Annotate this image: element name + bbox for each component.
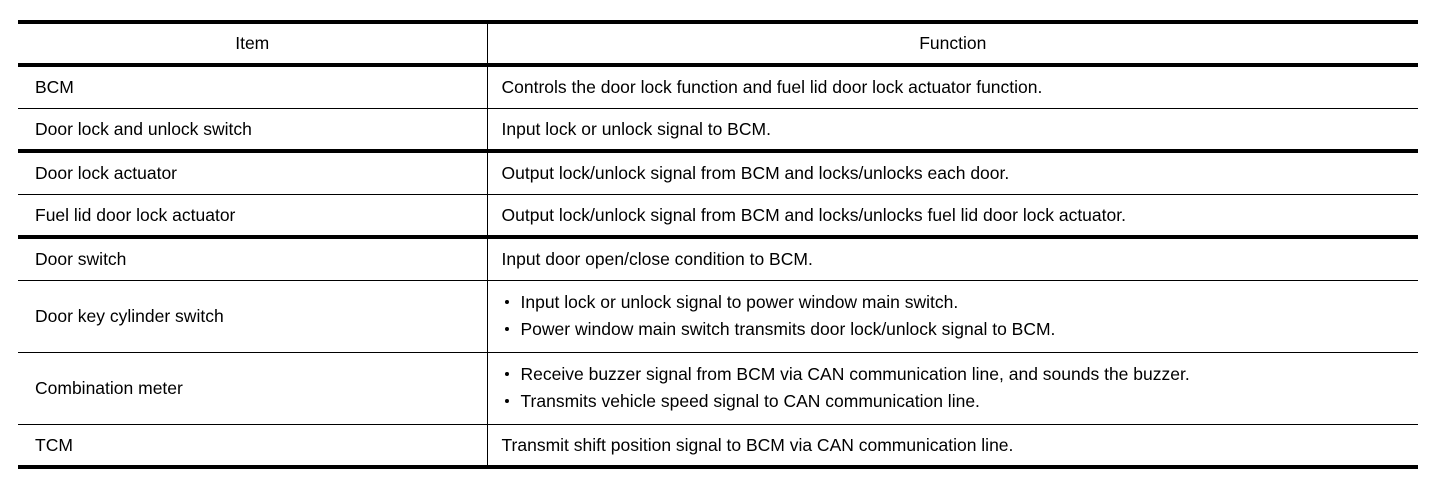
bullet-item: Transmits vehicle speed signal to CAN co… [502, 390, 1419, 413]
table-row: Door lock actuator Output lock/unlock si… [18, 151, 1418, 195]
cell-function: Output lock/unlock signal from BCM and l… [487, 151, 1418, 195]
bullet-item: Input lock or unlock signal to power win… [502, 291, 1419, 314]
bullet-list: Receive buzzer signal from BCM via CAN c… [502, 363, 1419, 413]
table-row: Combination meter Receive buzzer signal … [18, 352, 1419, 425]
component-function-table: Item Function BCM Controls the door lock… [18, 20, 1418, 469]
cell-item: TCM [18, 424, 488, 469]
column-header-function: Function [487, 20, 1418, 67]
table-row: Door key cylinder switch Input lock or u… [18, 280, 1419, 353]
cell-function: Input lock or unlock signal to power win… [487, 280, 1419, 353]
table-body: BCM Controls the door lock function and … [18, 65, 1419, 469]
bullet-item: Power window main switch transmits door … [502, 318, 1419, 341]
bullet-list: Input lock or unlock signal to power win… [502, 291, 1419, 341]
table-row: Fuel lid door lock actuator Output lock/… [18, 194, 1418, 239]
cell-item: BCM [18, 65, 488, 109]
table-row: Door lock and unlock switch Input lock o… [18, 108, 1418, 153]
cell-item: Door switch [18, 237, 488, 281]
column-header-item: Item [18, 20, 488, 67]
cell-item: Door key cylinder switch [18, 280, 488, 353]
table-header: Item Function [18, 20, 1418, 67]
cell-function: Transmit shift position signal to BCM vi… [487, 424, 1418, 469]
cell-function: Input lock or unlock signal to BCM. [487, 108, 1418, 153]
cell-item: Door lock and unlock switch [18, 108, 488, 153]
cell-function: Controls the door lock function and fuel… [487, 65, 1418, 109]
cell-item: Combination meter [18, 352, 488, 425]
table-header-row: Item Function [18, 20, 1418, 67]
cell-item: Door lock actuator [18, 151, 488, 195]
cell-function: Receive buzzer signal from BCM via CAN c… [487, 352, 1419, 425]
table-row: BCM Controls the door lock function and … [18, 65, 1418, 109]
bullet-item: Receive buzzer signal from BCM via CAN c… [502, 363, 1419, 386]
cell-function: Input door open/close condition to BCM. [487, 237, 1418, 281]
cell-item: Fuel lid door lock actuator [18, 194, 488, 239]
cell-function: Output lock/unlock signal from BCM and l… [487, 194, 1418, 239]
table-row: Door switch Input door open/close condit… [18, 237, 1418, 281]
table-row: TCM Transmit shift position signal to BC… [18, 424, 1418, 469]
